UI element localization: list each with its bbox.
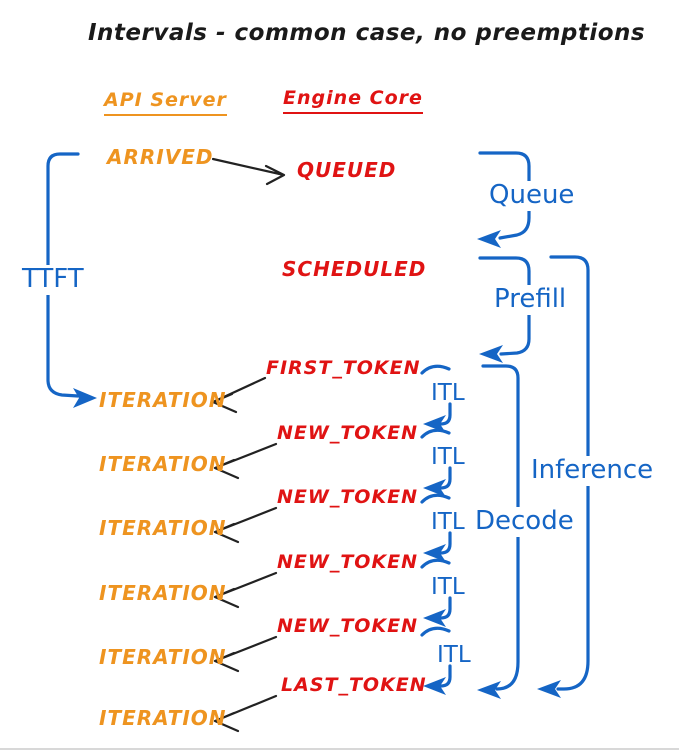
arrow-first-token-to-iteration — [211, 376, 267, 414]
interval-queue-label: Queue — [487, 180, 577, 211]
connector-arrows — [211, 157, 286, 733]
event-last-token: LAST_TOKEN — [281, 674, 427, 696]
interval-itl-label: ITL — [437, 642, 471, 668]
engine-core-header: Engine Core — [283, 87, 423, 114]
event-iteration: ITERATION — [99, 706, 227, 730]
event-new-token: NEW_TOKEN — [277, 422, 419, 444]
diagram-title: Intervals - common case, no preemptions — [88, 20, 646, 46]
event-new-token: NEW_TOKEN — [277, 615, 419, 637]
interval-itl-label: ITL — [431, 574, 465, 600]
api-server-header: API Server — [104, 89, 227, 116]
event-queued: QUEUED — [297, 158, 397, 182]
interval-inference-label: Inference — [529, 455, 656, 486]
decode-bracket — [477, 364, 520, 699]
arrow-new-token-to-iteration — [213, 442, 278, 480]
event-arrived: ARRIVED — [107, 145, 214, 169]
event-iteration: ITERATION — [99, 645, 227, 669]
event-new-token: NEW_TOKEN — [277, 486, 419, 508]
arrow-new-token-to-iteration — [213, 506, 278, 544]
window-bottom-edge — [0, 748, 679, 750]
event-iteration: ITERATION — [99, 388, 227, 412]
event-new-token: NEW_TOKEN — [277, 551, 419, 573]
arrow-arrived-to-queued — [211, 157, 286, 186]
event-first-token: FIRST_TOKEN — [266, 357, 421, 379]
interval-prefill-label: Prefill — [492, 284, 569, 315]
interval-decode-label: Decode — [473, 506, 576, 537]
event-scheduled: SCHEDULED — [282, 257, 427, 281]
arrow-new-token-to-iteration — [213, 635, 278, 673]
event-iteration: ITERATION — [99, 516, 227, 540]
event-iteration: ITERATION — [99, 452, 227, 476]
interval-ttft-label: TTFT — [20, 264, 86, 295]
interval-itl-label: ITL — [431, 380, 465, 406]
arrow-new-token-to-iteration — [213, 571, 278, 609]
interval-itl-label: ITL — [431, 444, 465, 470]
arrow-last-token-to-iteration — [213, 694, 278, 733]
event-iteration: ITERATION — [99, 581, 227, 605]
itl-bracket — [420, 364, 452, 695]
interval-itl-label: ITL — [431, 509, 465, 535]
